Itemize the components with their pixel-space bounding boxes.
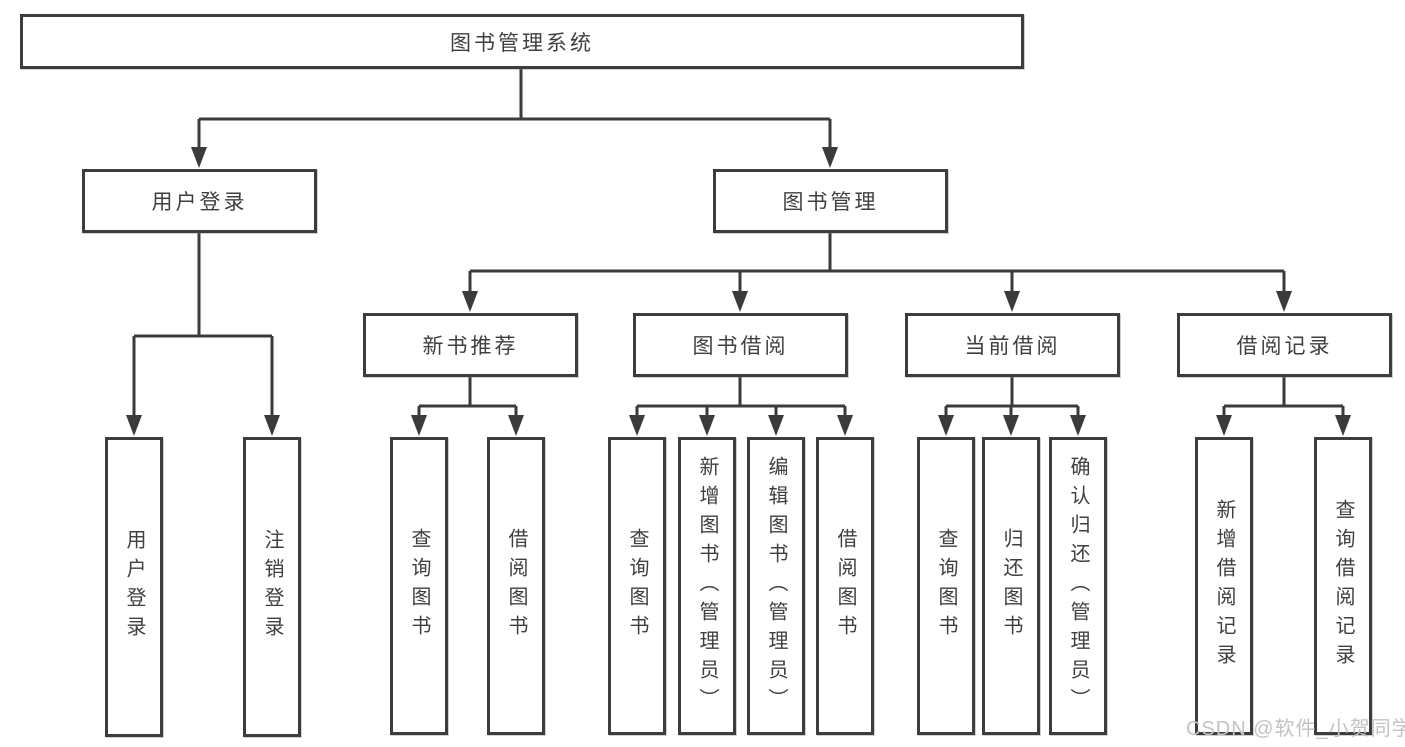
node-user-login: 用户登录 [82,169,317,233]
arrow-down-icon [1070,415,1086,436]
arrow-down-icon [462,291,478,312]
arrow-down-icon [732,291,748,312]
arrow-down-icon [1003,415,1019,436]
leaf-borrow-add-book-admin: 新增图书（管理员） [678,437,736,735]
leaf-logout: 注销登录 [243,437,301,737]
leaf-current-query-books: 查询图书 [917,437,975,735]
node-label: 用户登录 [151,191,248,214]
leaf-current-confirm-return-admin: 确认归还（管理员） [1049,437,1107,735]
arrow-down-icon [699,415,715,436]
node-label: 当前借阅 [964,335,1061,358]
arrow-down-icon [938,415,954,436]
arrow-down-icon [264,415,280,436]
connector-lines [132,69,1345,419]
arrow-down-icon [191,147,207,168]
leaf-borrow-borrow-book: 借阅图书 [816,437,874,735]
leaf-records-add: 新增借阅记录 [1195,437,1253,735]
node-label: 确认归还（管理员） [1067,455,1089,717]
node-book-borrowing: 图书借阅 [633,313,848,377]
node-book-management: 图书管理 [713,169,948,233]
csdn-watermark: CSDN @软件_小贺同学 [1186,718,1405,740]
leaf-user-login: 用户登录 [105,437,163,737]
node-label: 查询图书 [408,528,430,644]
node-system-root: 图书管理系统 [20,14,1024,69]
node-label: 编辑图书（管理员） [765,455,787,717]
arrow-down-icon [411,415,427,436]
leaf-borrow-query-books: 查询图书 [608,437,666,735]
node-label: 用户登录 [123,529,145,645]
arrow-down-icon [1004,291,1020,312]
leaf-newbooks-query: 查询图书 [390,437,448,735]
node-label: 新书推荐 [422,335,519,358]
leaf-borrow-edit-book-admin: 编辑图书（管理员） [747,437,805,735]
arrow-down-icon [822,147,838,168]
node-new-book-recommend: 新书推荐 [363,313,578,377]
arrow-down-icon [1276,291,1292,312]
node-label: 图书借阅 [692,335,789,358]
node-label: 借阅图书 [834,528,856,644]
arrowhead-icons [126,147,1351,436]
node-label: 新增图书（管理员） [696,455,718,717]
arrow-down-icon [768,415,784,436]
arrow-down-icon [1216,415,1232,436]
node-label: 图书管理 [782,191,879,214]
arrow-down-icon [1335,415,1351,436]
node-label: 注销登录 [261,529,283,645]
node-current-borrowing: 当前借阅 [905,313,1120,377]
arrow-down-icon [629,415,645,436]
node-label: 查询图书 [626,528,648,644]
arrow-down-icon [126,415,142,436]
leaf-newbooks-borrow: 借阅图书 [487,437,545,735]
leaf-records-query: 查询借阅记录 [1314,437,1372,735]
node-label: 查询图书 [935,528,957,644]
node-label: 查询借阅记录 [1332,499,1354,673]
arrow-down-icon [837,415,853,436]
leaf-current-return-books: 归还图书 [982,437,1040,735]
node-label: 新增借阅记录 [1213,499,1235,673]
node-label: 借阅图书 [505,528,527,644]
node-label: 图书管理系统 [450,31,594,55]
node-label: 归还图书 [1000,528,1022,644]
node-label: 借阅记录 [1236,335,1333,358]
arrow-down-icon [508,415,524,436]
node-borrowing-records: 借阅记录 [1177,313,1392,377]
